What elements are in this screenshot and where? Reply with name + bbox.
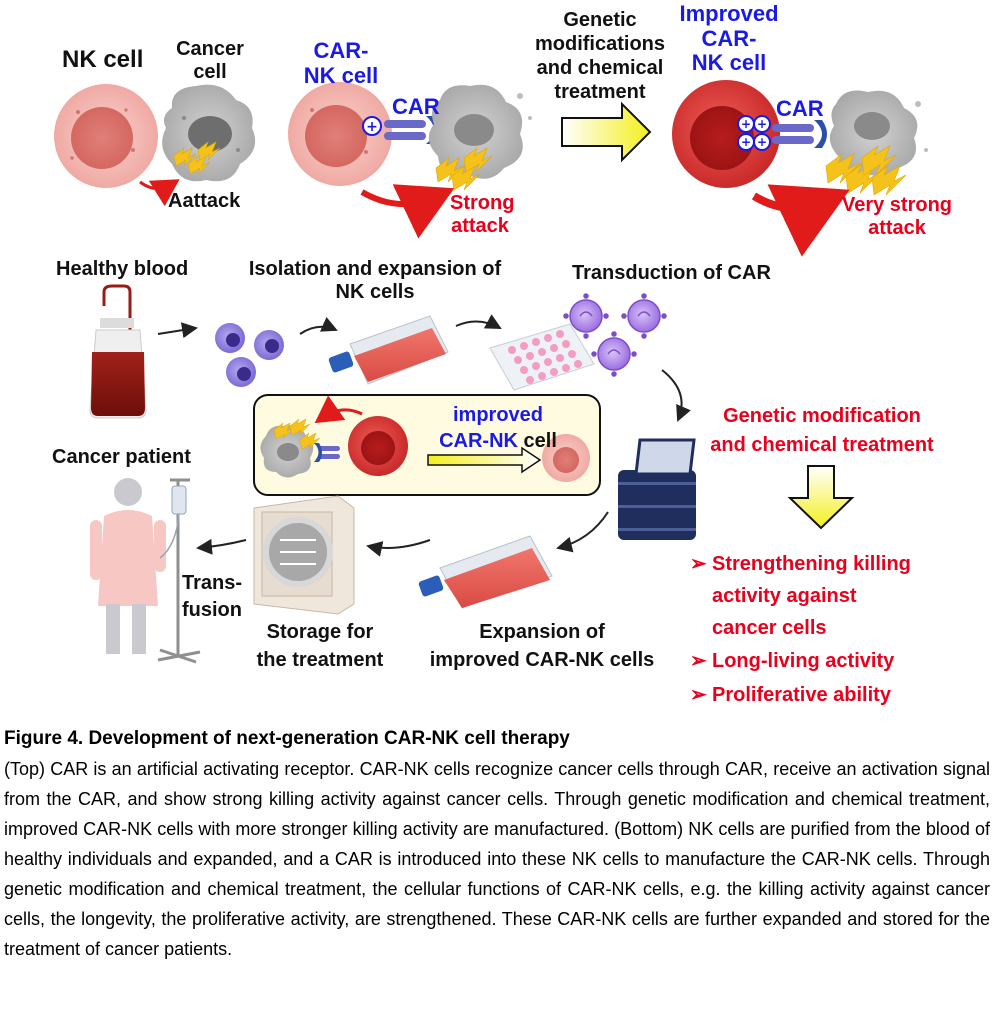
machine-icon <box>618 438 696 540</box>
bullet-proliferative: ➢Proliferative ability <box>690 684 891 706</box>
patient-icon <box>90 478 166 654</box>
attack-arrow-icon <box>314 395 363 424</box>
nk-cells-icon <box>215 323 284 387</box>
yellow-arrow-icon <box>561 101 652 163</box>
nk-cell-label: NK cell <box>62 46 144 73</box>
isolation-expansion-label: Isolation and expansion of NK cells <box>248 258 502 303</box>
lightning-icon <box>825 145 907 196</box>
car-nk-cell-icon <box>542 434 590 482</box>
caption-title: Figure 4. Development of next-generation… <box>4 728 570 749</box>
improved-car-nk-cell-icon <box>348 416 408 476</box>
flow-arrow-icon <box>661 369 691 422</box>
svg-text:+: + <box>366 119 378 135</box>
car-nk-cell-label: CAR- NK cell <box>303 38 379 89</box>
improved-car-nk-box-label: improved CAR-NK cell <box>439 404 557 452</box>
figure-diagram: + + + + + <box>52 1 953 706</box>
car-nk-cell-icon <box>288 82 392 186</box>
flow-arrow-icon <box>455 314 502 329</box>
genetic-modification-label: Genetic modification and chemical treatm… <box>710 405 934 456</box>
cancer-patient-label: Cancer patient <box>52 446 191 468</box>
very-strong-attack-label: Very strong attack <box>841 194 953 239</box>
cancer-cell-icon <box>428 84 532 179</box>
expansion-label: Expansion of improved CAR-NK cells <box>429 621 655 671</box>
iv-stand-icon <box>157 478 201 664</box>
svg-text:+: + <box>741 117 751 131</box>
car-label-2: CAR <box>776 96 824 121</box>
attack-label: Aattack <box>168 190 241 212</box>
cancer-cell-icon <box>260 425 314 478</box>
bullet-long-living: ➢Long-living activity <box>690 650 895 672</box>
bullet-strengthening-killing: ➢Strengthening killing activity against … <box>690 553 911 639</box>
lightning-icon <box>173 141 221 175</box>
cancer-cell-icon <box>162 84 256 182</box>
lightning-icon <box>273 418 321 450</box>
cancer-cell-label: Cancer cell <box>176 38 244 83</box>
down-yellow-arrow-icon <box>787 465 855 530</box>
improved-car-nk-label: Improved CAR- NK cell <box>679 1 779 76</box>
genetic-modifications-label: Genetic modifications and chemical treat… <box>534 9 665 103</box>
strong-attack-arrow-icon <box>360 184 455 239</box>
flow-arrow-icon <box>556 511 609 553</box>
flow-arrow-icon <box>366 539 431 557</box>
transduction-label: Transduction of CAR <box>572 262 771 284</box>
svg-text:+: + <box>757 117 767 131</box>
caption-body: (Top) CAR is an artificial activating re… <box>4 759 990 959</box>
svg-text:+: + <box>741 135 751 149</box>
blood-bag-icon <box>89 284 147 419</box>
svg-text:+: + <box>757 135 767 149</box>
flow-arrow-icon <box>157 322 198 339</box>
very-strong-attack-arrow-icon <box>751 184 850 257</box>
culture-flask-icon <box>418 535 553 609</box>
flow-arrow-icon <box>299 317 338 335</box>
transfusion-label: Trans- fusion <box>182 572 243 621</box>
car-receptor-icon <box>772 120 827 148</box>
car-label: CAR <box>392 94 440 119</box>
plus-charge-icon: + <box>362 116 382 136</box>
attack-arrow-icon <box>139 179 180 207</box>
cancer-cell-icon <box>829 90 928 177</box>
plus-charge-icon: + + + + <box>737 115 771 151</box>
culture-flask-icon <box>328 315 449 385</box>
storage-label: Storage for the treatment <box>256 621 384 671</box>
lightning-icon <box>435 147 493 191</box>
nk-cell-icon <box>54 84 158 188</box>
virus-icon <box>563 293 667 377</box>
storage-freezer-icon <box>253 495 355 615</box>
strong-attack-label: Strong attack <box>450 192 515 237</box>
healthy-blood-label: Healthy blood <box>56 258 189 280</box>
diagram-canvas: + + + + + <box>54 80 928 664</box>
car-receptor-icon <box>314 443 340 462</box>
figure-caption: Figure 4. Development of next-generation… <box>4 728 990 964</box>
flow-arrow-icon <box>196 538 247 555</box>
well-plate-icon <box>489 323 595 391</box>
yellow-arrow-icon <box>427 446 542 474</box>
